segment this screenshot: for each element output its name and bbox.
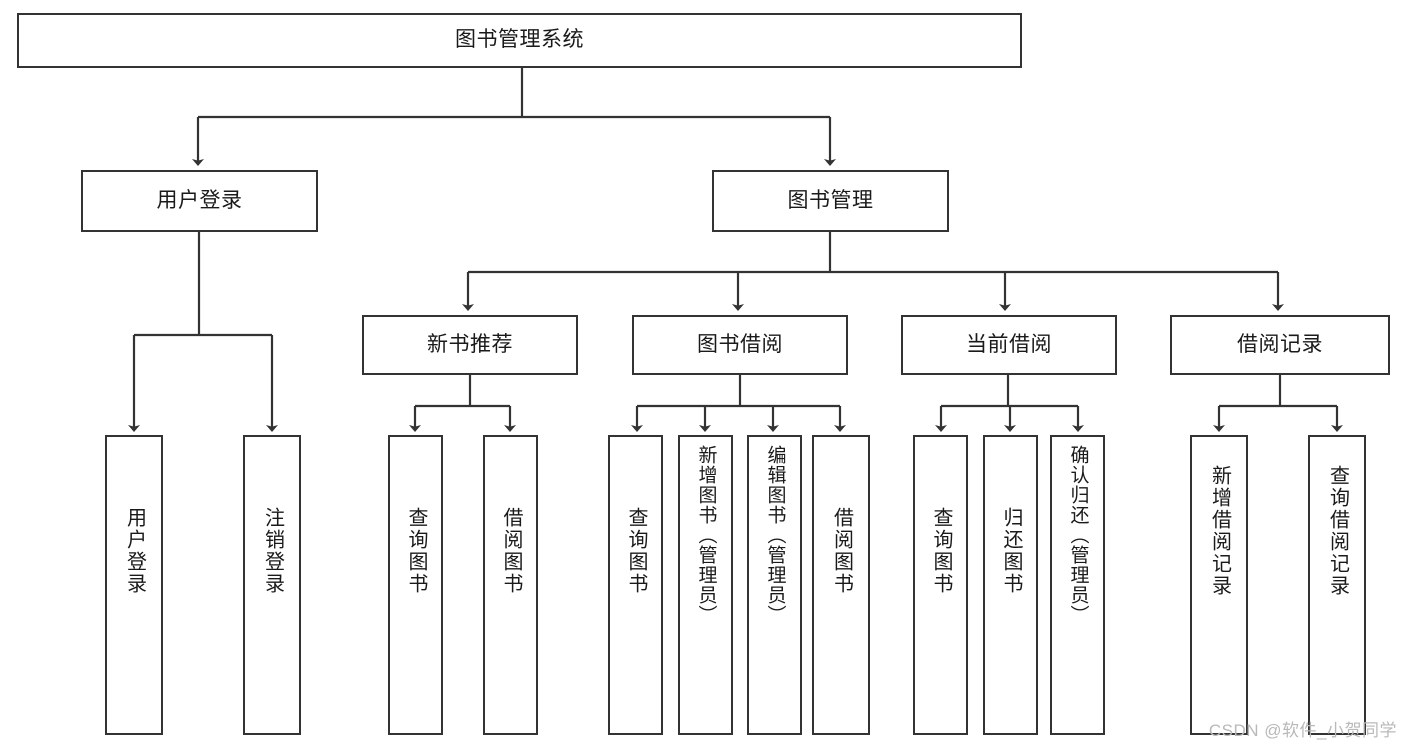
node-leaf-query-book-3-label: 查询图书 [930,507,952,595]
node-book-borrow[interactable]: 图书借阅 [632,315,848,375]
node-leaf-query-book-1-label: 查询图书 [405,507,427,595]
node-leaf-edit-book[interactable]: 编辑图书（管理员） [747,435,802,735]
node-leaf-edit-book-label: 编辑图书（管理员） [764,445,786,625]
node-leaf-query-book-2-label: 查询图书 [625,507,647,595]
node-borrow-record-label: 借阅记录 [1237,332,1323,356]
node-new-book-rec-label: 新书推荐 [427,332,513,356]
node-leaf-query-book-3[interactable]: 查询图书 [913,435,968,735]
node-book-borrow-label: 图书借阅 [697,332,783,356]
watermark-text: CSDN @软件_小贺同学 [1208,721,1397,740]
node-user-login[interactable]: 用户登录 [81,170,318,232]
node-borrow-record[interactable]: 借阅记录 [1170,315,1390,375]
node-leaf-borrow-book-1[interactable]: 借阅图书 [483,435,538,735]
node-leaf-query-book-2[interactable]: 查询图书 [608,435,663,735]
node-leaf-confirm-return[interactable]: 确认归还（管理员） [1050,435,1105,735]
node-leaf-user-login-label: 用户登录 [123,507,146,595]
node-leaf-return-book-label: 归还图书 [1000,507,1022,595]
node-leaf-add-book-label: 新增图书（管理员） [695,445,717,625]
node-leaf-borrow-book-2[interactable]: 借阅图书 [812,435,870,735]
node-leaf-add-record-label: 新增借阅记录 [1208,465,1231,597]
node-leaf-return-book[interactable]: 归还图书 [983,435,1038,735]
node-book-manage-label: 图书管理 [787,188,874,212]
node-root-label: 图书管理系统 [455,28,584,52]
node-leaf-add-book[interactable]: 新增图书（管理员） [678,435,733,735]
node-leaf-query-book-1[interactable]: 查询图书 [388,435,443,735]
node-leaf-confirm-return-label: 确认归还（管理员） [1067,445,1089,625]
node-leaf-borrow-book-1-label: 借阅图书 [500,507,522,595]
node-root[interactable]: 图书管理系统 [17,13,1022,68]
node-leaf-user-logout-label: 注销登录 [261,507,284,595]
node-leaf-query-record[interactable]: 查询借阅记录 [1308,435,1366,735]
node-new-book-rec[interactable]: 新书推荐 [362,315,578,375]
node-user-login-label: 用户登录 [156,188,243,212]
node-current-borrow[interactable]: 当前借阅 [901,315,1117,375]
node-current-borrow-label: 当前借阅 [966,332,1052,356]
node-leaf-user-logout[interactable]: 注销登录 [243,435,301,735]
node-leaf-borrow-book-2-label: 借阅图书 [830,507,853,595]
node-leaf-query-record-label: 查询借阅记录 [1326,465,1349,597]
node-leaf-user-login[interactable]: 用户登录 [105,435,163,735]
node-leaf-add-record[interactable]: 新增借阅记录 [1190,435,1248,735]
node-book-manage[interactable]: 图书管理 [712,170,949,232]
